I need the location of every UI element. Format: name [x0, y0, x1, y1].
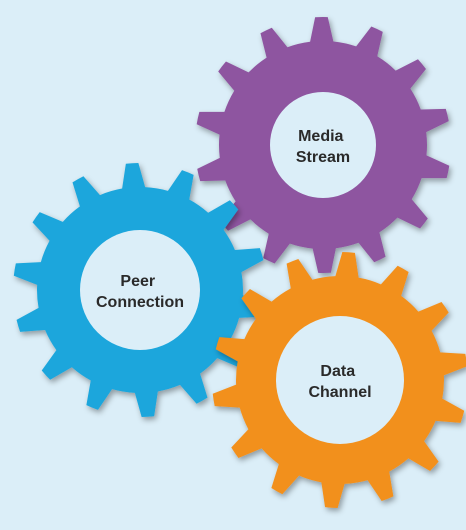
gear-media-stream-hub [270, 92, 376, 198]
gear-peer-connection-hub [80, 230, 200, 350]
gear-data-channel-label-line-2: Channel [308, 384, 371, 401]
gear-data-channel-label-line-1: Data [320, 363, 355, 380]
gear-media-stream-label-line-2: Stream [296, 149, 350, 166]
gear-data-channel-label: Data Channel [308, 363, 371, 401]
gear-media-stream: Media Stream [196, 16, 450, 274]
gear-data-channel: Data Channel [212, 252, 466, 508]
gear-peer-connection: Peer Connection [13, 163, 267, 417]
gear-media-stream-label: Media Stream [296, 128, 350, 166]
gear-peer-connection-label-line-1: Peer [120, 273, 155, 290]
gear-media-stream-label-line-1: Media [298, 128, 343, 145]
gear-data-channel-hub [276, 316, 404, 444]
gear-peer-connection-label: Peer Connection [96, 273, 184, 311]
gear-peer-connection-label-line-2: Connection [96, 294, 184, 311]
